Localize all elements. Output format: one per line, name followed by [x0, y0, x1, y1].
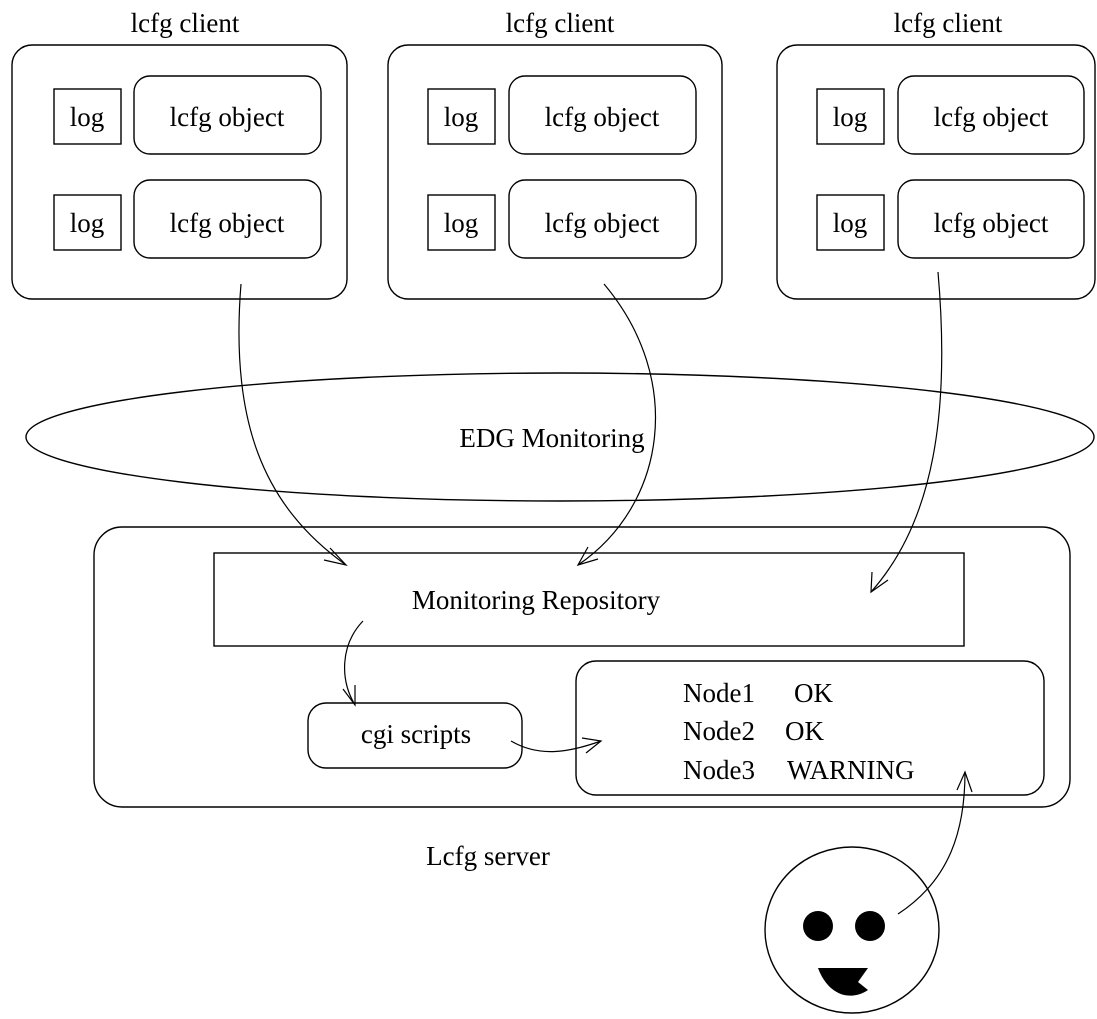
cgi-scripts-box: [307, 702, 523, 769]
face-outline: [764, 846, 940, 1014]
client-box: [11, 44, 348, 300]
log-label: log: [70, 208, 105, 238]
lcfg-object-box: [133, 179, 322, 259]
arrowhead: [342, 685, 356, 707]
status-node3-name: Node3: [683, 755, 755, 785]
status-panel: [575, 660, 1045, 796]
user-to-status-arrow: [897, 771, 966, 915]
arrowhead: [323, 547, 348, 567]
lcfg-object-label: lcfg object: [170, 102, 285, 132]
log-label: log: [70, 102, 105, 132]
cgi-scripts-label: cgi scripts: [361, 719, 471, 749]
lcfg-object-label: lcfg object: [170, 208, 285, 238]
client-box: [387, 44, 723, 300]
lcfg-client-1: lcfg client log lcfg object log lcfg obj…: [11, 8, 348, 300]
monitoring-repository-box: [213, 552, 965, 647]
log-label: log: [833, 102, 868, 132]
status-node2-name: Node2: [683, 716, 755, 746]
repository-to-cgi-arrow: [344, 620, 364, 706]
arrowhead: [870, 571, 889, 594]
client3-to-repository-arrow: [870, 271, 943, 593]
edg-monitoring-ellipse: [25, 372, 1095, 502]
edg-monitoring-label: EDG Monitoring: [459, 423, 644, 453]
client1-to-repository-arrow: [238, 283, 347, 566]
client2-to-repository-arrow: [577, 283, 657, 566]
lcfg-object-box: [133, 75, 322, 155]
client-title: lcfg client: [506, 8, 615, 38]
log-box: [53, 194, 122, 251]
status-node1-name: Node1: [683, 678, 755, 708]
arrowhead: [581, 737, 603, 754]
lcfg-object-label: lcfg object: [934, 102, 1049, 132]
log-box: [427, 194, 496, 251]
log-label: log: [444, 102, 479, 132]
data-flow-arrows: [238, 271, 973, 915]
arrowhead: [956, 770, 973, 793]
status-node3-state: WARNING: [787, 755, 915, 785]
lcfg-client-3: lcfg client log lcfg object log lcfg obj…: [776, 8, 1096, 300]
lcfg-object-box: [508, 75, 697, 155]
log-box: [816, 194, 885, 251]
lcfg-object-label: lcfg object: [545, 208, 660, 238]
smiley-face-icon: [764, 846, 940, 1014]
edg-monitoring: EDG Monitoring: [25, 372, 1095, 502]
lcfg-object-box: [897, 75, 1085, 155]
status-node2-state: OK: [785, 716, 824, 746]
log-box: [427, 88, 496, 145]
lcfg-server: Lcfg server Monitoring Repository cgi sc…: [93, 526, 1071, 871]
right-eye: [855, 911, 885, 941]
mouth: [818, 968, 868, 996]
left-eye: [803, 911, 833, 941]
log-box: [53, 88, 122, 145]
status-node1-state: OK: [794, 678, 833, 708]
server-label: Lcfg server: [426, 841, 550, 871]
lcfg-object-label: lcfg object: [545, 102, 660, 132]
lcfg-object-box: [897, 179, 1085, 259]
log-label: log: [833, 208, 868, 238]
lcfg-client-2: lcfg client log lcfg object log lcfg obj…: [387, 8, 723, 300]
log-box: [816, 88, 885, 145]
arrowhead: [576, 546, 599, 566]
lcfg-object-box: [508, 179, 697, 259]
cgi-to-status-arrow: [510, 740, 602, 753]
monitoring-repository-label: Monitoring Repository: [412, 585, 661, 615]
client-title: lcfg client: [894, 8, 1003, 38]
server-box: [93, 526, 1071, 808]
lcfg-object-label: lcfg object: [934, 208, 1049, 238]
log-label: log: [444, 208, 479, 238]
client-title: lcfg client: [131, 8, 240, 38]
client-box: [776, 44, 1096, 300]
